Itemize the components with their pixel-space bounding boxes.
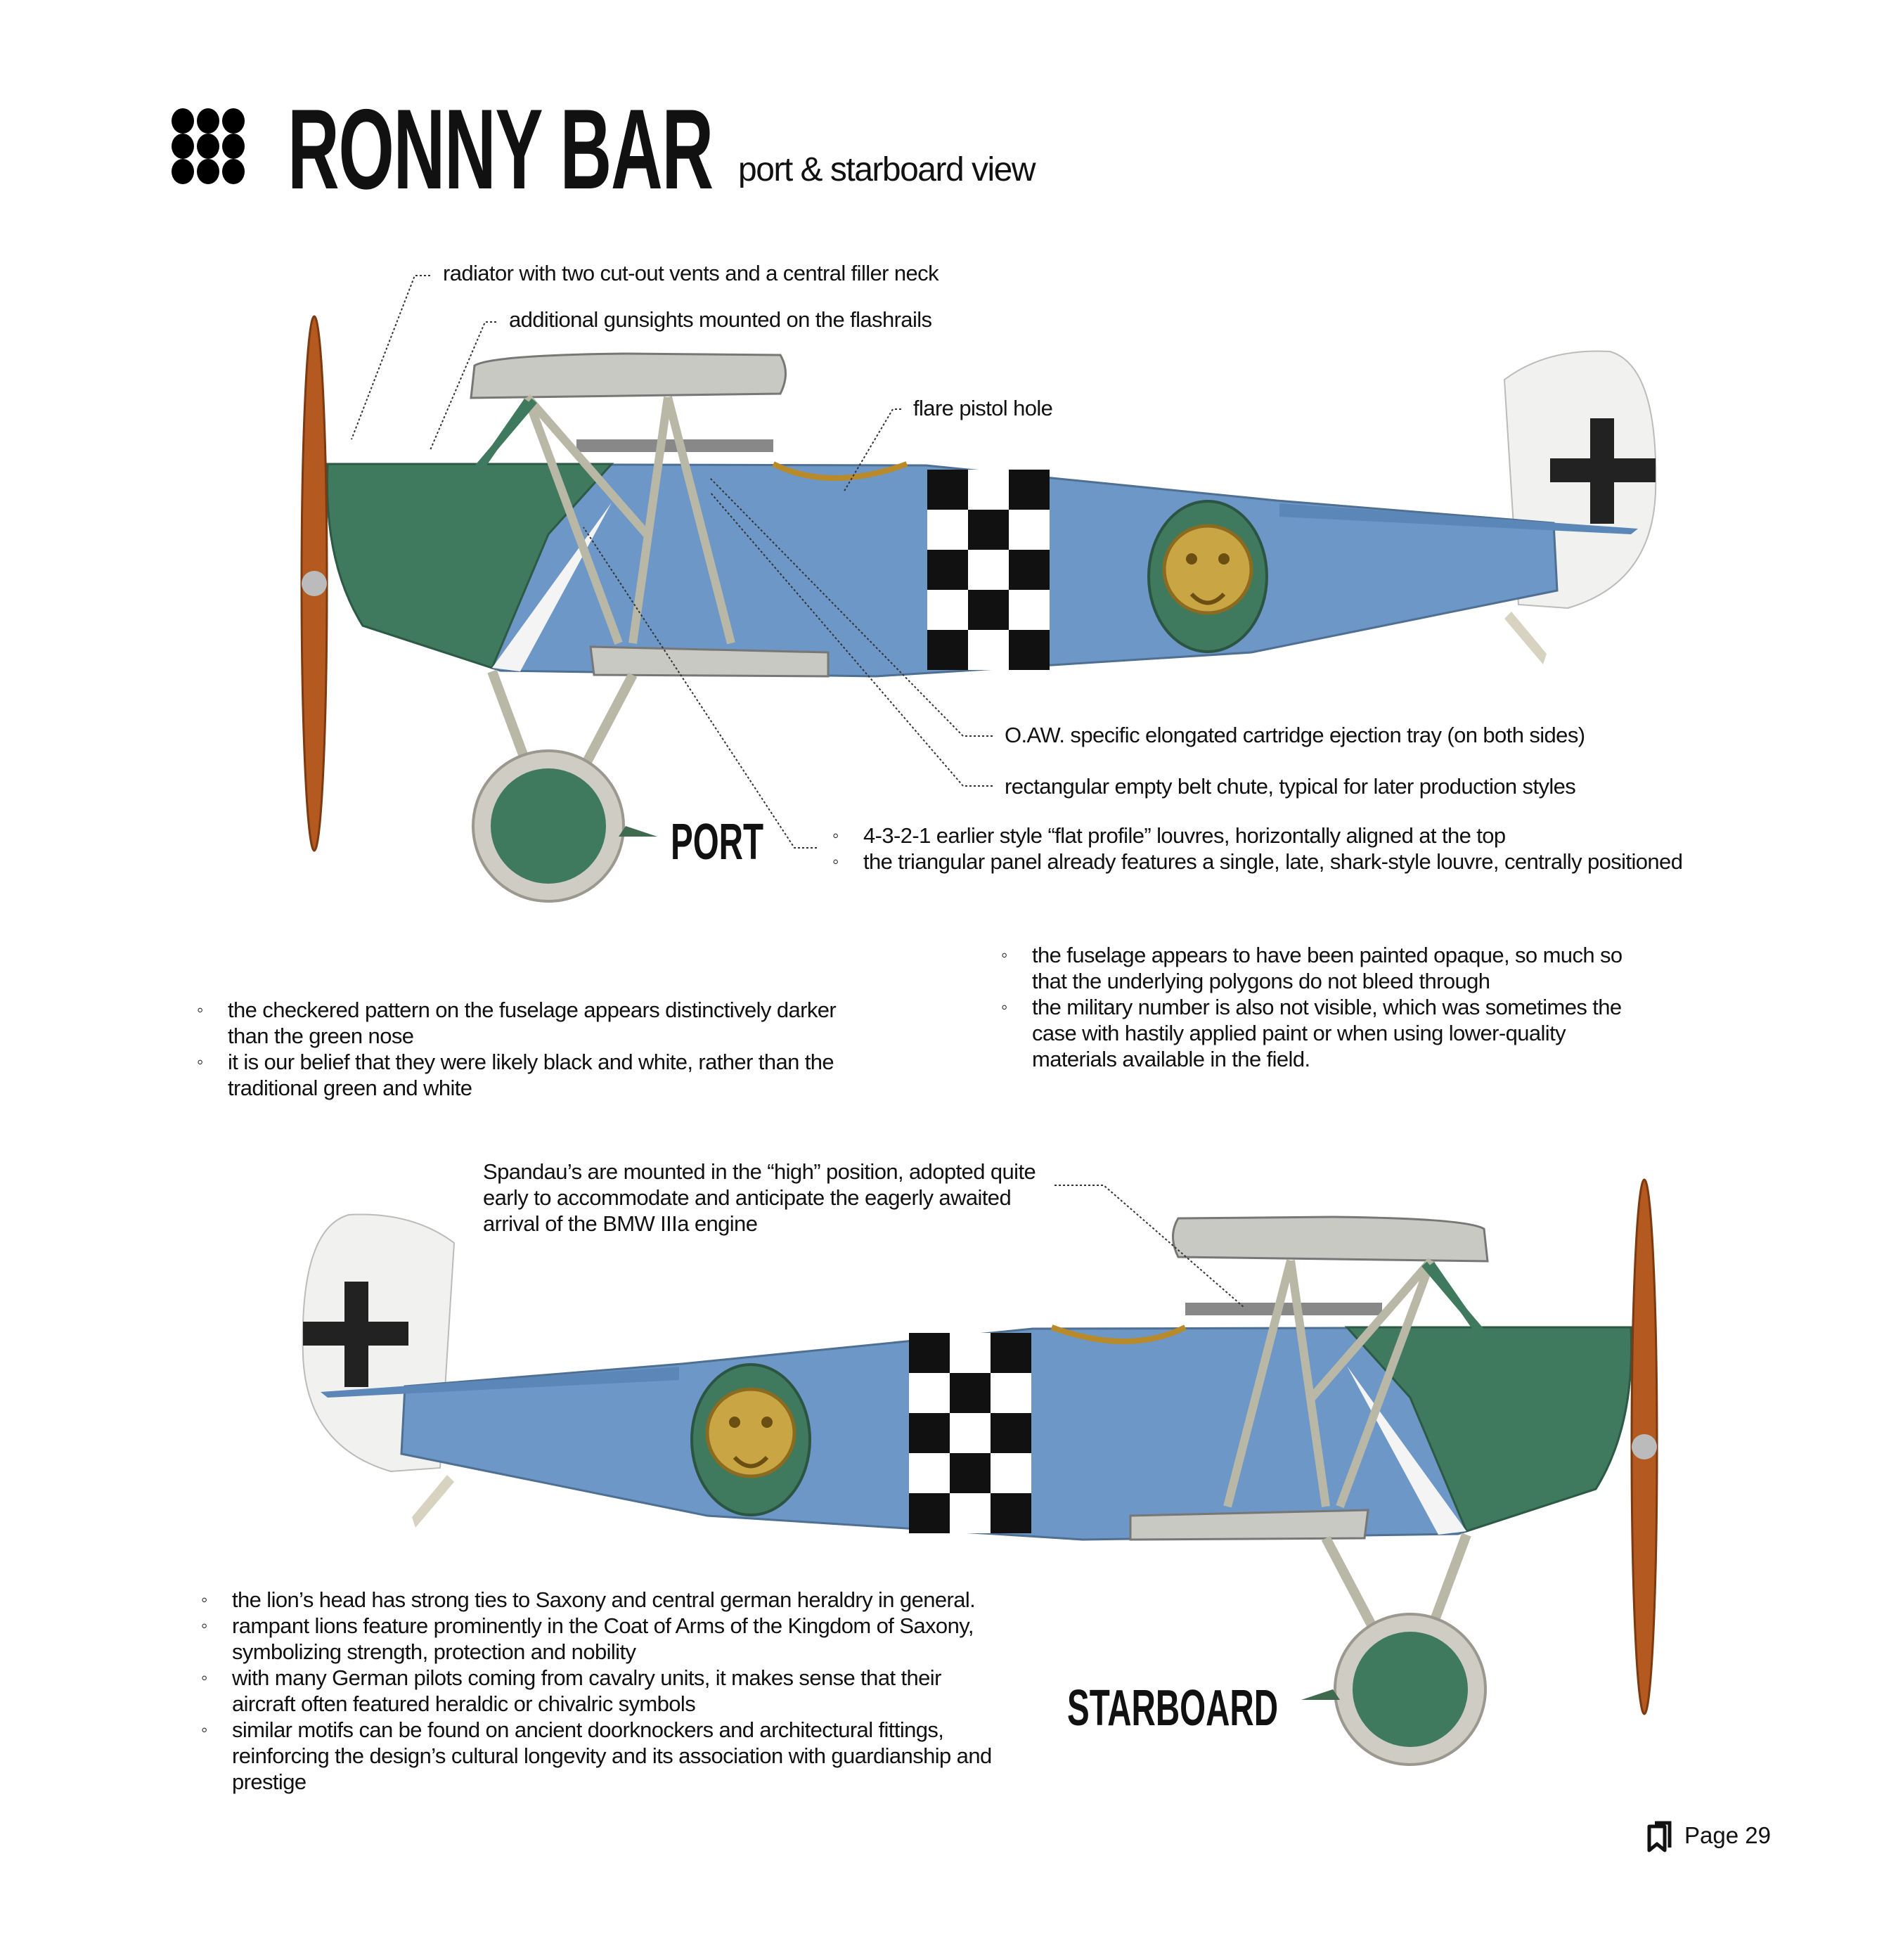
list-item: similar motifs can be found on ancient d… bbox=[201, 1717, 1002, 1795]
list-item: the lion’s head has strong ties to Saxon… bbox=[201, 1587, 1002, 1613]
louvre-notes: 4-3-2-1 earlier style “flat profile” lou… bbox=[832, 823, 1683, 875]
list-item: the triangular panel already features a … bbox=[832, 849, 1683, 875]
starboard-label: STARBOARD bbox=[1067, 1680, 1279, 1736]
paint-notes: the fuselage appears to have been painte… bbox=[1001, 942, 1641, 1072]
page-title: RONNY BAR bbox=[288, 86, 714, 213]
port-label: PORT bbox=[671, 814, 764, 870]
page-subtitle: port & starboard view bbox=[738, 151, 1036, 188]
callout-radiator: radiator with two cut-out vents and a ce… bbox=[443, 261, 939, 285]
list-item: rampant lions feature prominently in the… bbox=[201, 1613, 1002, 1665]
list-item: the military number is also not visible,… bbox=[1001, 994, 1641, 1072]
nine-dots-icon bbox=[172, 108, 245, 184]
page-number: Page 29 bbox=[1684, 1822, 1771, 1848]
bookmark-icon bbox=[1647, 1821, 1672, 1852]
checker-notes: the checkered pattern on the fuselage ap… bbox=[197, 997, 844, 1101]
list-item: with many German pilots coming from cava… bbox=[201, 1665, 1002, 1717]
callout-ejection-tray: O.AW. specific elongated cartridge eject… bbox=[1005, 723, 1585, 747]
callout-flare-pistol-hole: flare pistol hole bbox=[913, 396, 1053, 420]
callout-leader-lines bbox=[351, 275, 1245, 1308]
callout-belt-chute: rectangular empty belt chute, typical fo… bbox=[1005, 774, 1576, 799]
callout-gunsights: additional gunsights mounted on the flas… bbox=[509, 307, 932, 332]
spandau-note: Spandau’s are mounted in the “high” posi… bbox=[483, 1159, 1036, 1236]
list-item: the checkered pattern on the fuselage ap… bbox=[197, 997, 844, 1049]
list-item: 4-3-2-1 earlier style “flat profile” lou… bbox=[832, 823, 1682, 849]
lion-notes: the lion’s head has strong ties to Saxon… bbox=[201, 1587, 1002, 1795]
list-item: it is our belief that they were likely b… bbox=[197, 1049, 844, 1101]
list-item: the fuselage appears to have been painte… bbox=[1001, 942, 1641, 994]
